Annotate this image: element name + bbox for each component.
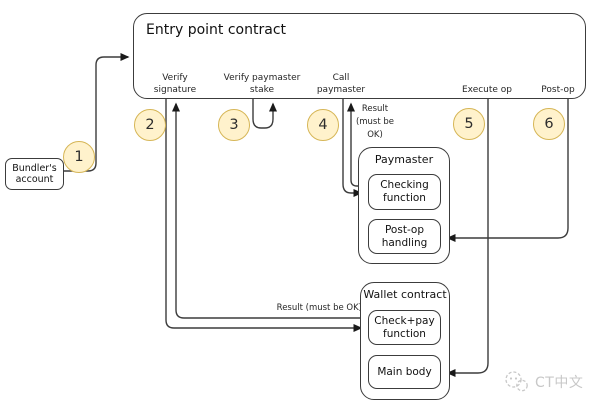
port-label-verify-paymaster-stake: Verify paymaster stake xyxy=(223,73,301,95)
edge-postop xyxy=(446,99,569,242)
check-pay-function-box: Check+pay function xyxy=(368,310,441,345)
wallet-contract-title: Wallet contract xyxy=(363,288,447,301)
edge-bundler-to-entry xyxy=(62,53,130,172)
edge-callpaymaster-call xyxy=(342,99,363,197)
step-circle-3: 3 xyxy=(218,109,250,141)
step-circle-2: 2 xyxy=(134,109,166,141)
checking-function-box: Checking function xyxy=(368,174,441,210)
paymaster-title: Paymaster xyxy=(374,153,434,166)
wechat-logo-icon xyxy=(505,371,528,392)
note-result-paymaster: Result (must be OK) xyxy=(355,104,395,140)
port-label-post-op: Post-op xyxy=(541,84,575,95)
step-circle-4: 4 xyxy=(307,109,339,141)
edge-verifysig-call xyxy=(165,99,363,332)
port-label-execute-op: Execute op xyxy=(461,84,513,95)
edge-executeop xyxy=(446,99,489,377)
edge-stake-loop xyxy=(252,99,277,129)
port-label-call-paymaster: Call paymaster xyxy=(316,73,366,95)
note-result-wallet: Result (must be OK) xyxy=(276,303,362,313)
entry-point-box: Entry point contract xyxy=(133,13,586,99)
step-circle-5: 5 xyxy=(453,108,485,140)
watermark-text: CT中文 xyxy=(535,375,584,391)
step-circle-1: 1 xyxy=(63,141,95,173)
step-circle-6: 6 xyxy=(533,108,565,140)
entry-point-title: Entry point contract xyxy=(146,22,286,38)
bundler-account-box: Bundler's account xyxy=(5,158,64,190)
edge-verifysig-return xyxy=(172,102,368,319)
main-body-box: Main body xyxy=(368,355,441,389)
watermark: CT中文 xyxy=(503,368,598,396)
port-label-verify-signature: Verify signature xyxy=(153,73,197,95)
post-op-handling-box: Post-op handling xyxy=(368,219,441,254)
edge-callpaymaster-return xyxy=(347,102,368,187)
